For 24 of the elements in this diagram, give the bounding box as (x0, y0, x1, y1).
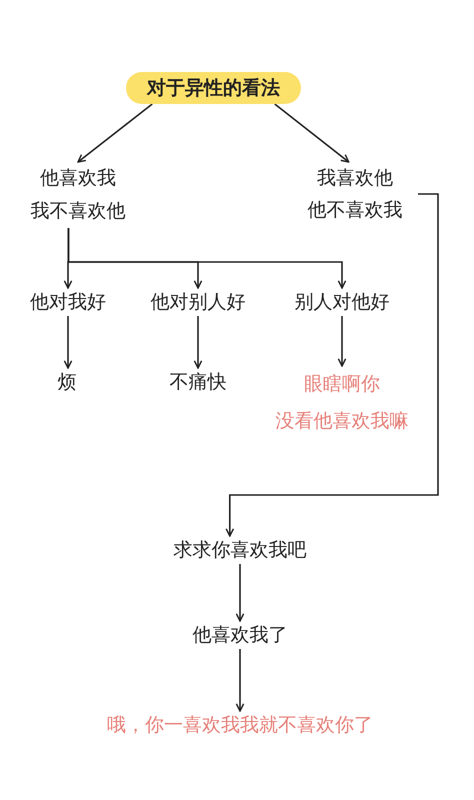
flow-text: 我不喜欢他 (30, 199, 126, 224)
flow-text: 我喜欢他 (316, 166, 394, 191)
flow-text: 他不喜欢我 (306, 198, 404, 223)
arrow (64, 316, 72, 369)
arrow (68, 228, 346, 289)
flow-text: 哦，你一喜欢我我就不喜欢你了 (70, 711, 410, 739)
arrow (236, 649, 244, 712)
arrow (274, 103, 350, 163)
flow-text: 他对我好 (20, 288, 116, 316)
flow-text: 没看他喜欢我嘛 (274, 409, 410, 434)
flow-text: 他喜欢我 (39, 166, 117, 191)
arrow (236, 564, 244, 622)
flow-text: 不痛快 (160, 368, 236, 396)
arrow (338, 316, 346, 367)
arrow (77, 103, 153, 163)
flow-text: 眼瞎啊你 (303, 372, 381, 397)
arrow (194, 316, 202, 369)
flow-text: 别人对他好 (284, 288, 400, 316)
flow-text: 烦 (52, 368, 82, 396)
title-pill: 对于异性的看法 (126, 72, 301, 104)
arrow (225, 193, 439, 537)
flow-text: 求求你喜欢我吧 (155, 536, 325, 564)
flow-text: 他喜欢我了 (180, 621, 300, 649)
flow-text: 他对别人好 (140, 288, 256, 316)
